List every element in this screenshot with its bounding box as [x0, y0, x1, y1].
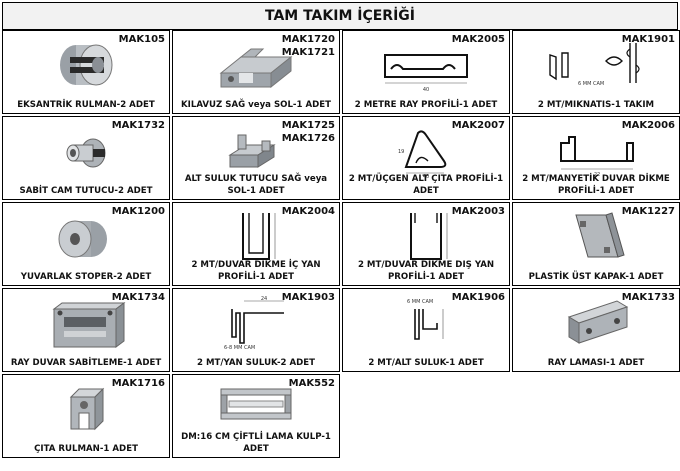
side-drip-profile-icon: 24 6-8 MM CAM — [173, 293, 339, 351]
rail-plate-icon — [513, 293, 679, 351]
glass-holder-icon — [3, 121, 169, 179]
item-cell: MAK1200 YUVARLAK STOPER-2 ADET — [2, 202, 170, 286]
item-cell: MAK1716 ÇITA RULMAN-1 ADET — [2, 374, 170, 458]
magnetic-dimension: 22 — [594, 172, 600, 178]
item-label: EKSANTRİK RULMAN-2 ADET — [17, 100, 155, 110]
item-label: ÇITA RULMAN-1 ADET — [34, 444, 138, 454]
inner-wall-profile-icon — [173, 207, 339, 265]
triangle-profile-icon: 40 19 — [343, 121, 509, 179]
item-code: MAK1734 — [111, 292, 165, 303]
magnet-seal-icon: 6 MM CAM — [513, 35, 679, 93]
item-cell: MAK1901 6 MM CAM 2 MT/MIKNATIS-1 TAKIM — [512, 30, 680, 114]
outer-wall-profile-icon — [343, 207, 509, 265]
triangle-dimension-a: 40 — [423, 174, 429, 179]
bottom-drip-glass-note: 6 MM CAM — [407, 299, 433, 305]
item-label: RAY DUVAR SABİTLEME-1 ADET — [10, 358, 162, 368]
magnet-glass-note: 6 MM CAM — [578, 81, 604, 87]
item-cell: MAK552 DM:16 CM ÇİFTLİ LAMA KULP-1 ADET — [172, 374, 340, 458]
item-label: YUVARLAK STOPER-2 ADET — [20, 272, 152, 282]
side-drip-dimension: 24 — [261, 296, 267, 302]
item-code: MAK2005 — [451, 34, 505, 45]
item-cell: MAK2006 22 2 MT/MANYETİK DUVAR DİKME PRO… — [512, 116, 680, 200]
bottom-drip-profile-icon: 6 MM CAM — [343, 293, 509, 351]
item-cell: MAK1903 24 6-8 MM CAM 2 MT/YAN SULUK-2 A… — [172, 288, 340, 372]
rail-profile-icon: 40 — [343, 35, 509, 93]
item-label: DM:16 CM ÇİFTLİ LAMA KULP-1 ADET — [181, 432, 331, 454]
item-label: 2 MT/DUVAR DİKME DIŞ YAN PROFİLİ-1 ADET — [357, 260, 495, 282]
item-label: 2 MT/MIKNATIS-1 TAKIM — [537, 100, 655, 110]
item-cell: MAK2007 40 19 2 MT/ÜÇGEN ALT ÇITA PROFİL… — [342, 116, 510, 200]
empty-cell — [512, 374, 680, 458]
item-code: MAK1227 — [621, 206, 675, 217]
item-code: MAK1903 — [281, 292, 335, 303]
page-title: TAM TAKIM İÇERİĞİ — [2, 2, 678, 30]
item-code: MAK2006 — [621, 120, 675, 131]
item-code: MAK1200 — [111, 206, 165, 217]
item-code: MAK1733 — [621, 292, 675, 303]
item-code: MAK2004 — [281, 206, 335, 217]
item-label: 2 MT/ÜÇGEN ALT ÇITA PROFİLİ-1 ADET — [348, 174, 504, 196]
item-code: MAK105 — [118, 34, 165, 45]
item-code: MAK2007 — [451, 120, 505, 131]
item-code: MAK1732 — [111, 120, 165, 131]
item-code: MAK1716 — [111, 378, 165, 389]
item-cell: MAK105 EKSANTRİK RULMAN-2 ADET — [2, 30, 170, 114]
drip-holder-icon — [173, 121, 339, 179]
side-drip-glass-note: 6-8 MM CAM — [224, 345, 255, 351]
double-handle-icon — [173, 379, 339, 437]
magnetic-wall-profile-icon: 22 — [513, 121, 679, 179]
triangle-dimension-b: 19 — [398, 149, 404, 155]
item-code: MAK1906 — [451, 292, 505, 303]
item-code: MAK552 — [288, 378, 335, 389]
item-label: ALT SULUK TUTUCU SAĞ veya SOL-1 ADET — [184, 174, 328, 196]
item-code: MAK1901 — [621, 34, 675, 45]
plastic-cap-icon — [513, 207, 679, 265]
item-cell: MAK2003 2 MT/DUVAR DİKME DIŞ YAN PROFİLİ… — [342, 202, 510, 286]
item-code: MAK2003 — [451, 206, 505, 217]
item-cell: MAK2004 2 MT/DUVAR DİKME İÇ YAN PROFİLİ-… — [172, 202, 340, 286]
item-cell: MAK1733 RAY LAMASI-1 ADET — [512, 288, 680, 372]
item-label: 2 MT/MANYETİK DUVAR DİKME PROFİLİ-1 ADET — [522, 174, 670, 196]
empty-cell — [342, 374, 510, 458]
item-label: 2 MT/YAN SULUK-2 ADET — [196, 358, 316, 368]
item-cell: MAK1734 RAY DUVAR SABİTLEME-1 ADET — [2, 288, 170, 372]
item-label: SABİT CAM TUTUCU-2 ADET — [19, 186, 153, 196]
eccentric-bearing-icon — [3, 35, 169, 93]
round-stopper-icon — [3, 207, 169, 265]
guide-block-icon — [173, 35, 339, 93]
item-label: KILAVUZ SAĞ veya SOL-1 ADET — [181, 100, 331, 110]
item-cell: MAK1906 6 MM CAM 2 MT/ALT SULUK-1 ADET — [342, 288, 510, 372]
item-cell: MAK1732 SABİT CAM TUTUCU-2 ADET — [2, 116, 170, 200]
item-cell: MAK2005 40 2 METRE RAY PROFİLİ-1 ADET — [342, 30, 510, 114]
item-label: PLASTİK ÜST KAPAK-1 ADET — [528, 272, 664, 282]
item-cell: MAK1227 PLASTİK ÜST KAPAK-1 ADET — [512, 202, 680, 286]
item-label: 2 MT/DUVAR DİKME İÇ YAN PROFİLİ-1 ADET — [191, 260, 321, 282]
batten-bearing-icon — [3, 379, 169, 437]
item-label: RAY LAMASI-1 ADET — [547, 358, 645, 368]
item-label: 2 MT/ALT SULUK-1 ADET — [368, 358, 484, 368]
rail-wall-bracket-icon — [3, 293, 169, 351]
item-label: 2 METRE RAY PROFİLİ-1 ADET — [354, 100, 498, 110]
rail-dimension: 40 — [423, 87, 429, 93]
